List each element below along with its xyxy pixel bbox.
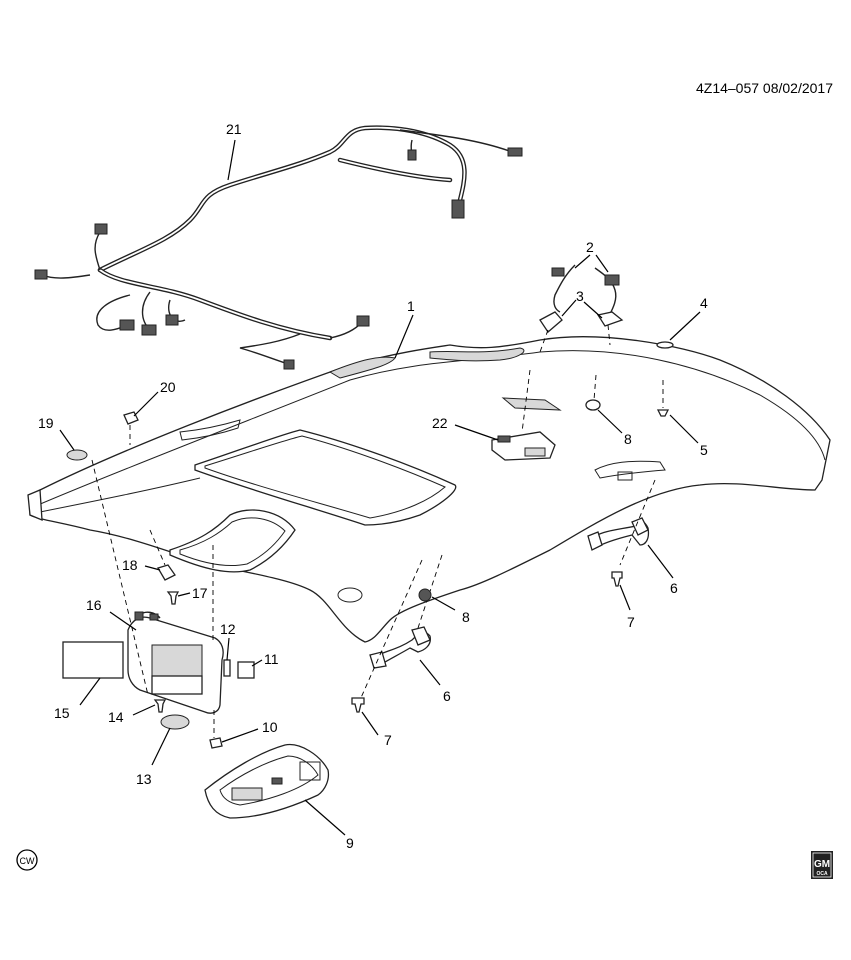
wiring-harness xyxy=(34,125,523,370)
callout-21: 21 xyxy=(226,121,242,137)
callout-17: 17 xyxy=(192,585,208,601)
logo-bottom: OCA xyxy=(816,871,828,877)
callout-6a: 6 xyxy=(443,688,451,704)
diagram-reference-id: 4Z14–057 08/02/2017 xyxy=(696,80,833,96)
cw-symbol: CW xyxy=(16,849,38,871)
callout-22: 22 xyxy=(432,415,448,431)
screw-left xyxy=(351,697,365,713)
assist-handle-right xyxy=(587,517,650,551)
callout-16: 16 xyxy=(86,597,102,613)
callout-6b: 6 xyxy=(670,580,678,596)
callout-14: 14 xyxy=(108,709,124,725)
retainer-clip xyxy=(656,341,674,349)
grommet-19 xyxy=(66,449,88,461)
pin-12 xyxy=(223,659,231,677)
center-console-module xyxy=(491,431,556,461)
callout-13: 13 xyxy=(136,771,152,787)
callout-9: 9 xyxy=(346,835,354,851)
harness-connectors xyxy=(539,264,624,333)
callout-7b: 7 xyxy=(627,614,635,630)
callout-12: 12 xyxy=(220,621,236,637)
cw-text: CW xyxy=(20,856,35,866)
callout-19: 19 xyxy=(38,415,54,431)
screw-14 xyxy=(153,699,167,713)
callout-8a: 8 xyxy=(624,431,632,447)
callout-7a: 7 xyxy=(384,732,392,748)
clip-upper xyxy=(585,399,601,411)
callout-11: 11 xyxy=(264,651,279,667)
callout-1: 1 xyxy=(407,298,415,314)
assist-handle-left xyxy=(369,626,431,669)
callout-3: 3 xyxy=(576,288,584,304)
escutcheon-13 xyxy=(160,714,190,730)
clip-18 xyxy=(157,564,176,581)
callout-4: 4 xyxy=(700,295,708,311)
clip-11 xyxy=(237,661,255,679)
screw-17 xyxy=(166,591,180,605)
callout-15: 15 xyxy=(54,705,70,721)
clip-10 xyxy=(209,737,223,749)
callout-10: 10 xyxy=(262,719,278,735)
callout-5: 5 xyxy=(700,442,708,458)
callout-18: 18 xyxy=(122,557,138,573)
callout-8b: 8 xyxy=(462,609,470,625)
gm-oca-logo: GM OCA xyxy=(811,851,833,879)
screw-right xyxy=(611,571,623,587)
logo-top: GM xyxy=(814,859,830,870)
callout-2: 2 xyxy=(586,239,594,255)
overhead-console xyxy=(204,743,330,819)
callout-20: 20 xyxy=(160,379,176,395)
sunshade xyxy=(127,611,224,714)
headliner-panel xyxy=(27,336,831,643)
push-pin xyxy=(656,409,670,417)
label-15 xyxy=(62,641,124,679)
clip-8-lower xyxy=(418,588,432,602)
